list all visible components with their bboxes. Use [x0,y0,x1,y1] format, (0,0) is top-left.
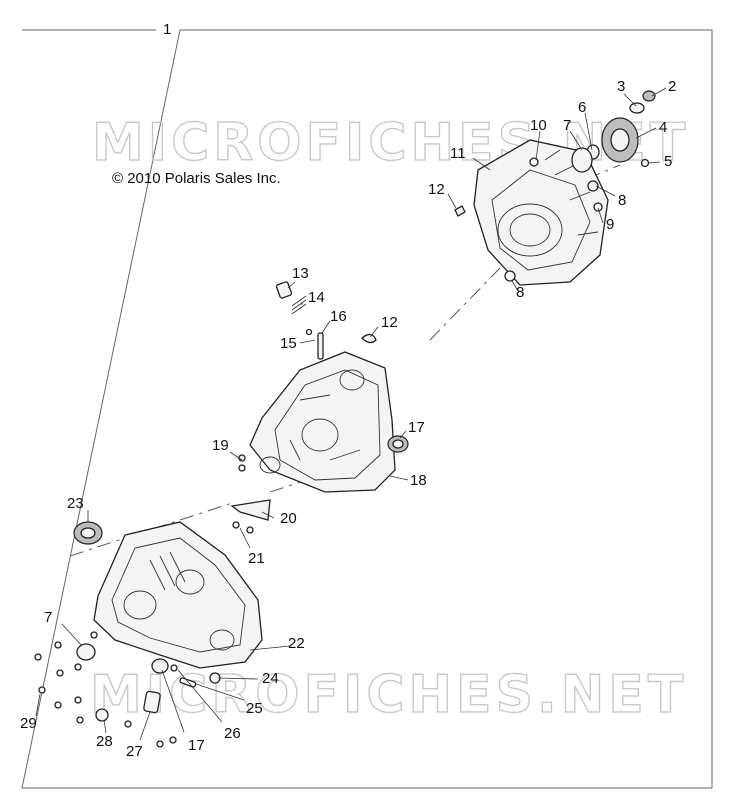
callout-22: 22 [288,635,305,652]
callout-3: 3 [617,78,625,95]
callout-27: 27 [126,743,143,760]
callout-5: 5 [664,153,672,170]
copyright-text: © 2010 Polaris Sales Inc. [112,170,281,187]
callout-1: 1 [163,21,171,38]
callout-18: 18 [410,472,427,489]
leader-lines [35,87,667,741]
callout-17-lower: 17 [188,737,205,754]
callout-19: 19 [212,437,229,454]
left-small-parts [34,521,221,748]
callout-8-upper: 8 [618,192,626,209]
callout-14: 14 [308,289,325,306]
callout-4: 4 [659,119,667,136]
watermark-bottom: MICROFICHES.NET [90,665,687,725]
callout-7-left: 7 [44,609,52,626]
callout-24: 24 [262,670,279,687]
callout-25: 25 [246,700,263,717]
callout-16: 16 [330,308,347,325]
drive-gear-assembly [454,90,656,282]
callout-26: 26 [224,725,241,742]
callout-9: 9 [606,216,614,233]
callout-20: 20 [280,510,297,527]
callout-23: 23 [67,495,84,512]
callout-6: 6 [578,99,586,116]
callout-8-lower: 8 [516,284,524,301]
callout-12-middle: 12 [381,314,398,331]
callout-13: 13 [292,265,309,282]
middle-case [249,351,396,493]
left-cover [93,521,263,669]
callout-7-right: 7 [563,117,571,134]
callout-11: 11 [450,145,466,162]
callout-29: 29 [20,715,37,732]
callout-21: 21 [248,550,265,567]
callout-15: 15 [280,335,297,352]
right-cover [473,139,609,286]
callout-28: 28 [96,733,113,750]
callout-17-middle: 17 [408,419,425,436]
middle-small-parts [238,281,409,472]
callout-labels: 1 2 3 4 5 6 7 8 8 9 10 11 12 12 13 14 15… [20,21,676,760]
callout-2: 2 [668,78,676,95]
callout-12-right: 12 [428,181,445,198]
callout-10: 10 [530,117,547,134]
watermark-top: MICROFICHES.NET [92,113,689,173]
bracket-plate [230,499,271,534]
